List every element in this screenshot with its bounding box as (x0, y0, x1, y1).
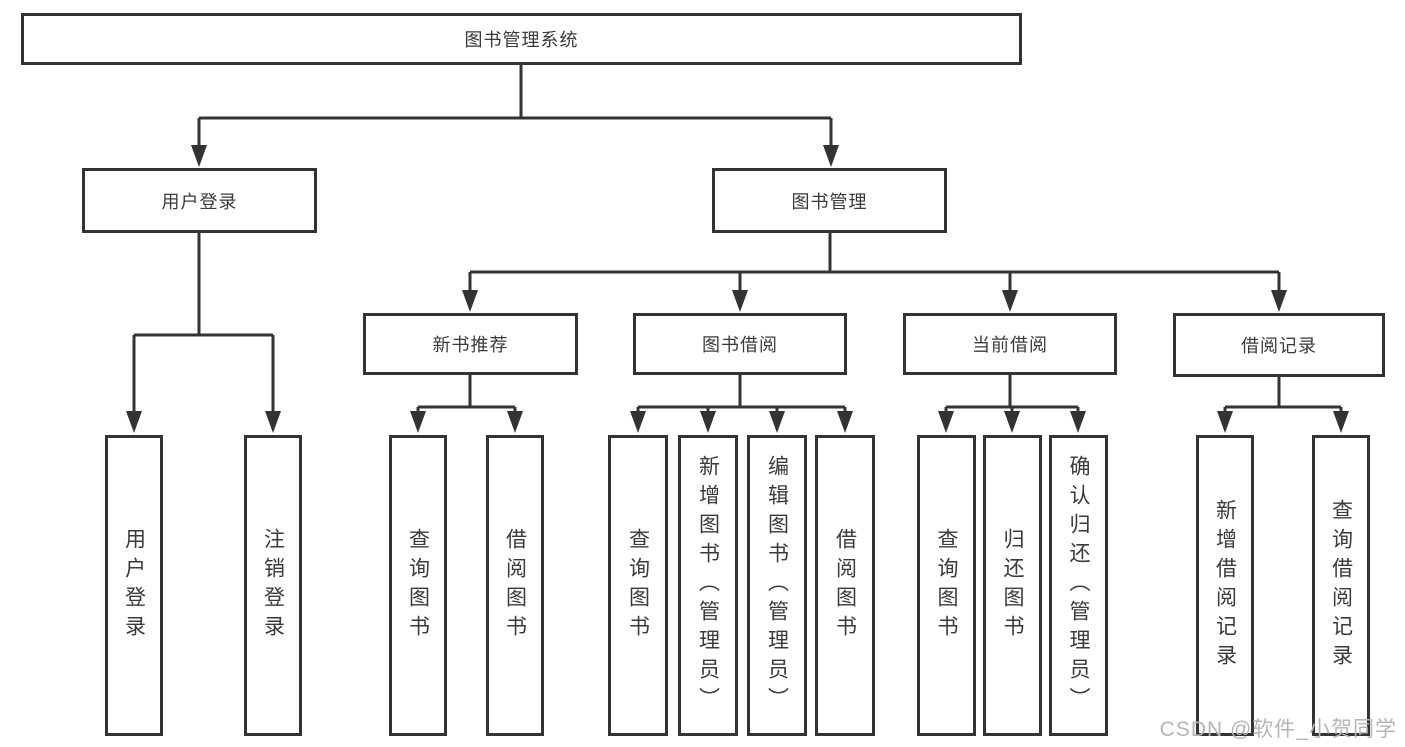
node-new-book-recommend: 新书推荐 (363, 313, 578, 375)
node-borrow-records: 借阅记录 (1173, 313, 1385, 377)
arrowhead-icon (1004, 411, 1020, 433)
arrowhead-icon (191, 145, 207, 167)
arrowhead-icon (837, 411, 853, 433)
arrowhead-icon (823, 145, 839, 167)
arrowhead-icon (462, 290, 478, 312)
leaf-return-books: 归还图书 (983, 435, 1042, 736)
arrowhead-icon (1271, 290, 1287, 312)
arrowhead-icon (732, 290, 748, 312)
node-user-login: 用户登录 (82, 168, 317, 233)
arrowhead-icon (1217, 411, 1233, 433)
leaf-edit-books-admin: 编辑图书（管理员） (747, 435, 807, 736)
leaf-query-borrow-record: 查询借阅记录 (1312, 435, 1370, 736)
leaf-logout: 注销登录 (244, 435, 302, 736)
leaf-query-books-current: 查询图书 (917, 435, 976, 736)
arrowhead-icon (700, 411, 716, 433)
leaf-confirm-return-admin: 确认归还（管理员） (1049, 435, 1108, 736)
arrowhead-icon (1002, 290, 1018, 312)
leaf-add-books-admin: 新增图书（管理员） (678, 435, 738, 736)
connector-bookborrow-to-leaves (636, 375, 847, 419)
leaf-add-borrow-record: 新增借阅记录 (1196, 435, 1254, 736)
connector-bookmgmt-to-modules (468, 233, 1281, 298)
arrowhead-icon (1333, 411, 1349, 433)
node-root: 图书管理系统 (21, 13, 1022, 65)
connector-newrec-to-leaves (416, 375, 517, 419)
leaf-borrow-books: 借阅图书 (815, 435, 875, 736)
connector-root-to-level2 (197, 64, 833, 152)
node-current-borrow: 当前借阅 (903, 313, 1117, 375)
leaf-borrow-books-recommend: 借阅图书 (486, 435, 544, 736)
connector-records-to-leaves (1223, 377, 1343, 419)
watermark: CSDN @软件_小贺同学 (1159, 718, 1397, 741)
arrowhead-icon (1070, 411, 1086, 433)
leaf-query-books-recommend: 查询图书 (389, 435, 447, 736)
arrowhead-icon (410, 411, 426, 433)
leaf-query-books-borrow: 查询图书 (608, 435, 668, 736)
connector-userlogin-to-leaves (132, 233, 275, 419)
arrowhead-icon (630, 411, 646, 433)
arrowhead-icon (126, 411, 142, 433)
arrowhead-icon (769, 411, 785, 433)
connector-curborrow-to-leaves (944, 375, 1080, 419)
leaf-user-login: 用户登录 (105, 435, 163, 736)
node-book-management: 图书管理 (712, 168, 947, 233)
node-book-borrow: 图书借阅 (633, 313, 847, 375)
arrowhead-icon (265, 411, 281, 433)
arrowhead-icon (938, 411, 954, 433)
arrowhead-icon (507, 411, 523, 433)
